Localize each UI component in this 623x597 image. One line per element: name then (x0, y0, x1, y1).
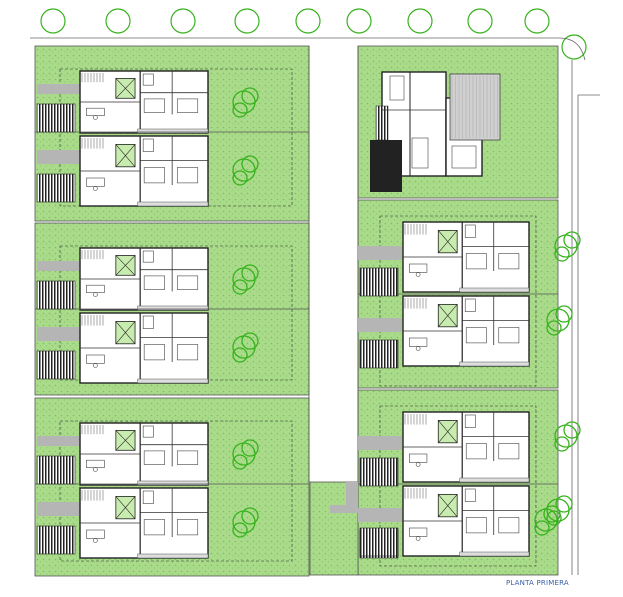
carport (359, 267, 399, 297)
street-trees-top (40, 8, 587, 60)
tree-icon (234, 8, 260, 34)
house-unit (79, 487, 209, 559)
tree-icon (105, 8, 131, 34)
tree-icon (554, 231, 581, 262)
tree-icon (546, 495, 573, 526)
carport (36, 525, 76, 555)
stair-icon (389, 75, 405, 101)
tree-icon (232, 155, 259, 186)
driveway-paving (358, 436, 402, 450)
tree-icon (232, 439, 259, 470)
driveway-paving (358, 318, 402, 332)
tree-icon (295, 8, 321, 34)
drawing-title: PLANTA PRIMERA (506, 579, 569, 587)
house-unit (79, 247, 209, 311)
driveway-paving (37, 261, 79, 271)
driveway-paving (358, 508, 402, 522)
plot-boundary (59, 420, 293, 562)
carport (359, 527, 399, 557)
driveway-paving (37, 436, 79, 446)
house-unit (79, 135, 209, 207)
driveway-paving (37, 327, 79, 341)
house-unit-corner (370, 71, 501, 192)
tree-icon (407, 8, 433, 34)
house-unit (79, 70, 209, 134)
tree-icon (170, 8, 196, 34)
carport (359, 457, 399, 487)
tree-icon (554, 421, 581, 452)
carport (36, 103, 76, 133)
carport (36, 350, 76, 380)
house-unit (402, 485, 530, 557)
central-lane (308, 46, 359, 482)
house-unit (402, 295, 530, 367)
tree-icon (232, 332, 259, 363)
house-unit (79, 422, 209, 486)
tree-icon (346, 8, 372, 34)
plot-boundary (379, 215, 537, 387)
driveway-paving (358, 246, 402, 260)
carport (359, 339, 399, 369)
tree-icon (561, 34, 587, 60)
tree-icon (534, 505, 561, 536)
driveway-paving (37, 502, 79, 516)
driveway-paving (330, 505, 358, 513)
tree-icon (546, 305, 573, 336)
house-unit (402, 411, 530, 483)
house-unit (79, 312, 209, 384)
carport (36, 455, 76, 485)
carport (36, 280, 76, 310)
tree-icon (40, 8, 66, 34)
carport (36, 173, 76, 203)
tree-icon (232, 87, 259, 118)
street-lines (30, 37, 600, 575)
house-unit (402, 221, 530, 293)
tree-icon (467, 8, 493, 34)
tree-icon (232, 507, 259, 538)
driveway-paving (37, 150, 79, 164)
tree-icon (524, 8, 550, 34)
tree-icon (232, 264, 259, 295)
driveway-paving (37, 84, 79, 94)
driveway-paving (346, 482, 358, 512)
